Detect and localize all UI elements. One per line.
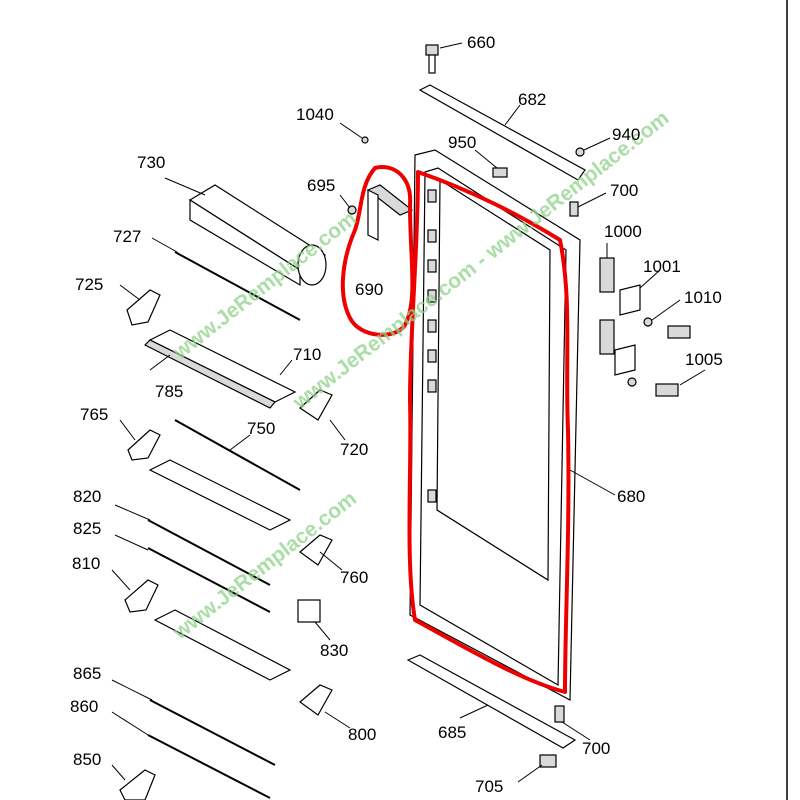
bottom-cover-685 (406, 654, 577, 749)
label-705: 705 (475, 777, 503, 796)
support-760 (299, 534, 333, 566)
rod-865 (149, 699, 276, 766)
screw-1040 (361, 136, 369, 144)
label-725: 725 (75, 275, 103, 294)
label-1040: 1040 (296, 105, 334, 124)
label-730: 730 (137, 153, 165, 172)
label-765: 765 (80, 405, 108, 424)
label-710: 710 (293, 345, 321, 364)
part-690 (366, 184, 414, 241)
label-1005: 1005 (685, 350, 723, 369)
label-727: 727 (113, 227, 141, 246)
label-695: 695 (307, 176, 335, 195)
support-800 (299, 684, 333, 716)
pin-660 (425, 44, 439, 74)
leader-lines (111, 42, 706, 783)
support-725 (126, 289, 161, 326)
shelf-750 (148, 459, 292, 531)
support-765 (127, 429, 161, 461)
label-685: 685 (438, 723, 466, 742)
label-1010: 1010 (684, 288, 722, 307)
label-865: 865 (73, 664, 101, 683)
door-680 (409, 149, 581, 701)
part-830 (297, 599, 321, 623)
top-hinge-cover-682 (418, 84, 586, 181)
highlight-690 (340, 165, 415, 337)
label-760: 760 (340, 568, 368, 587)
bushing-700-bottom (554, 705, 565, 723)
label-825: 825 (73, 519, 101, 538)
rod-727 (174, 251, 301, 321)
label-750: 750 (247, 419, 275, 438)
label-700-bottom: 700 (582, 739, 610, 758)
label-700-top: 700 (610, 181, 638, 200)
highlight-door-gasket (407, 170, 571, 694)
label-950: 950 (448, 133, 476, 152)
label-860: 860 (70, 697, 98, 716)
rod-750 (174, 419, 301, 491)
label-800: 800 (348, 725, 376, 744)
hinge-assembly-1000 (599, 257, 691, 397)
shelf-lower (153, 609, 292, 681)
label-682: 682 (518, 90, 546, 109)
label-720: 720 (340, 440, 368, 459)
hinge-705 (539, 754, 557, 768)
part-labels: 660 682 1040 950 940 730 695 700 727 690… (70, 33, 723, 796)
bushing-700-top (569, 201, 579, 217)
screw-940 (575, 147, 585, 157)
label-830: 830 (320, 641, 348, 660)
label-785: 785 (155, 382, 183, 401)
label-1000: 1000 (604, 222, 642, 241)
label-660: 660 (467, 33, 495, 52)
rod-860 (147, 734, 271, 799)
balcony-730 (188, 184, 327, 287)
support-850 (119, 769, 156, 800)
support-720 (299, 389, 333, 421)
label-690: 690 (355, 280, 383, 299)
label-810: 810 (72, 554, 100, 573)
rod-825 (147, 547, 271, 613)
label-940: 940 (612, 125, 640, 144)
label-820: 820 (73, 487, 101, 506)
label-680: 680 (617, 487, 645, 506)
support-810 (124, 579, 159, 613)
clip-950 (492, 167, 508, 178)
label-1001: 1001 (643, 257, 681, 276)
label-850: 850 (73, 750, 101, 769)
rod-820 (147, 519, 271, 586)
shelf-edge-785 (143, 339, 276, 409)
